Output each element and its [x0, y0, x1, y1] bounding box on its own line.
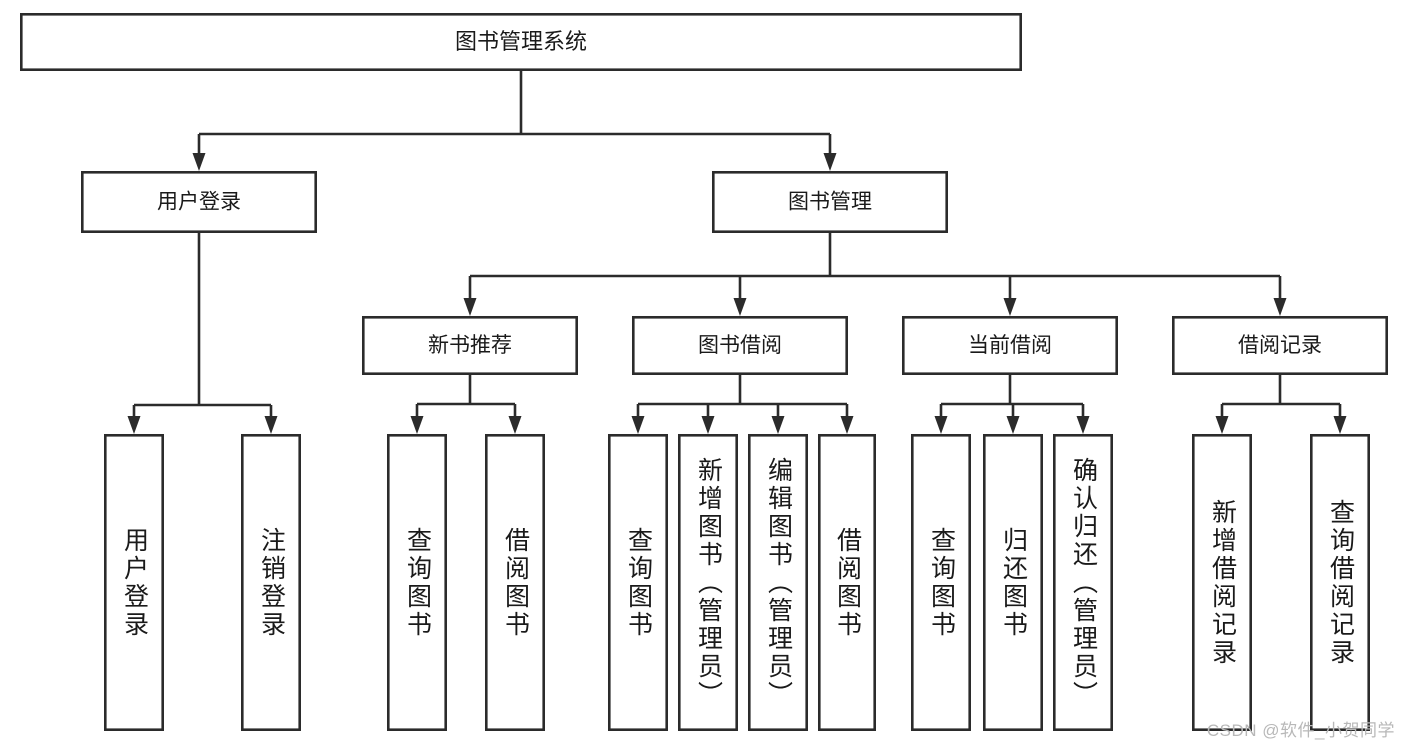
node-new-book-recommend[interactable] [361, 315, 578, 375]
node-book-borrow[interactable] [631, 315, 848, 375]
node-label-new-book-recommend: 新书推荐 [428, 334, 512, 357]
node-label-borrow-records: 借阅记录 [1238, 334, 1322, 357]
arrow-head-leaf-query-book-recommend [410, 416, 424, 434]
leaf-node-leaf-query-book-borrow[interactable] [607, 433, 668, 731]
arrow-head-leaf-query-book-current [934, 416, 948, 434]
arrow-head-new-book-recommend [463, 298, 477, 316]
arrow-head-leaf-add-book-admin [701, 416, 715, 434]
arrow-head-leaf-confirm-return-admin [1076, 416, 1090, 434]
leaf-node-leaf-borrow-book-recommend[interactable] [484, 433, 545, 731]
leaf-node-leaf-return-book[interactable] [982, 433, 1043, 731]
node-label-user-login: 用户登录 [157, 191, 241, 214]
leaf-node-leaf-confirm-return-admin[interactable] [1053, 433, 1114, 731]
arrow-head-leaf-query-book-borrow [631, 416, 645, 434]
arrow-head-user-login [192, 153, 206, 171]
arrow-head-book-management [823, 153, 837, 171]
node-root[interactable] [19, 13, 1023, 72]
arrow-head-borrow-records [1273, 298, 1287, 316]
node-label-root: 图书管理系统 [455, 29, 587, 54]
leaf-node-leaf-query-book-current[interactable] [910, 433, 971, 731]
leaf-node-leaf-user-login[interactable] [104, 433, 165, 731]
leaf-node-leaf-add-book-admin[interactable] [677, 433, 738, 731]
arrow-head-leaf-logout [264, 416, 278, 434]
node-label-current-borrow: 当前借阅 [968, 334, 1052, 357]
leaf-node-leaf-query-borrow-record[interactable] [1310, 433, 1371, 731]
arrow-head-leaf-edit-book-admin [771, 416, 785, 434]
arrow-head-leaf-user-login [127, 416, 141, 434]
node-box-layer [19, 13, 1389, 731]
node-current-borrow[interactable] [901, 315, 1118, 375]
watermark-text: CSDN @软件_小贺同学 [1206, 721, 1395, 740]
arrow-head-leaf-borrow-book [840, 416, 854, 434]
arrow-head-leaf-return-book [1006, 416, 1020, 434]
arrow-head-current-borrow [1003, 298, 1017, 316]
node-borrow-records[interactable] [1172, 315, 1389, 375]
leaf-node-leaf-borrow-book[interactable] [817, 433, 876, 731]
arrow-head-book-borrow [733, 298, 747, 316]
connector-layer [127, 71, 1347, 434]
leaf-node-leaf-add-borrow-record[interactable] [1192, 433, 1253, 731]
leaf-node-leaf-logout[interactable] [241, 433, 302, 731]
node-label-book-management: 图书管理 [788, 191, 872, 214]
leaf-node-leaf-edit-book-admin[interactable] [747, 433, 808, 731]
arrow-head-leaf-query-borrow-record [1333, 416, 1347, 434]
node-label-book-borrow: 图书借阅 [698, 334, 782, 357]
arrow-head-leaf-borrow-book-recommend [508, 416, 522, 434]
node-book-management[interactable] [711, 171, 948, 234]
node-user-login[interactable] [81, 171, 317, 234]
arrow-head-leaf-add-borrow-record [1215, 416, 1229, 434]
leaf-node-leaf-query-book-recommend[interactable] [386, 433, 447, 731]
